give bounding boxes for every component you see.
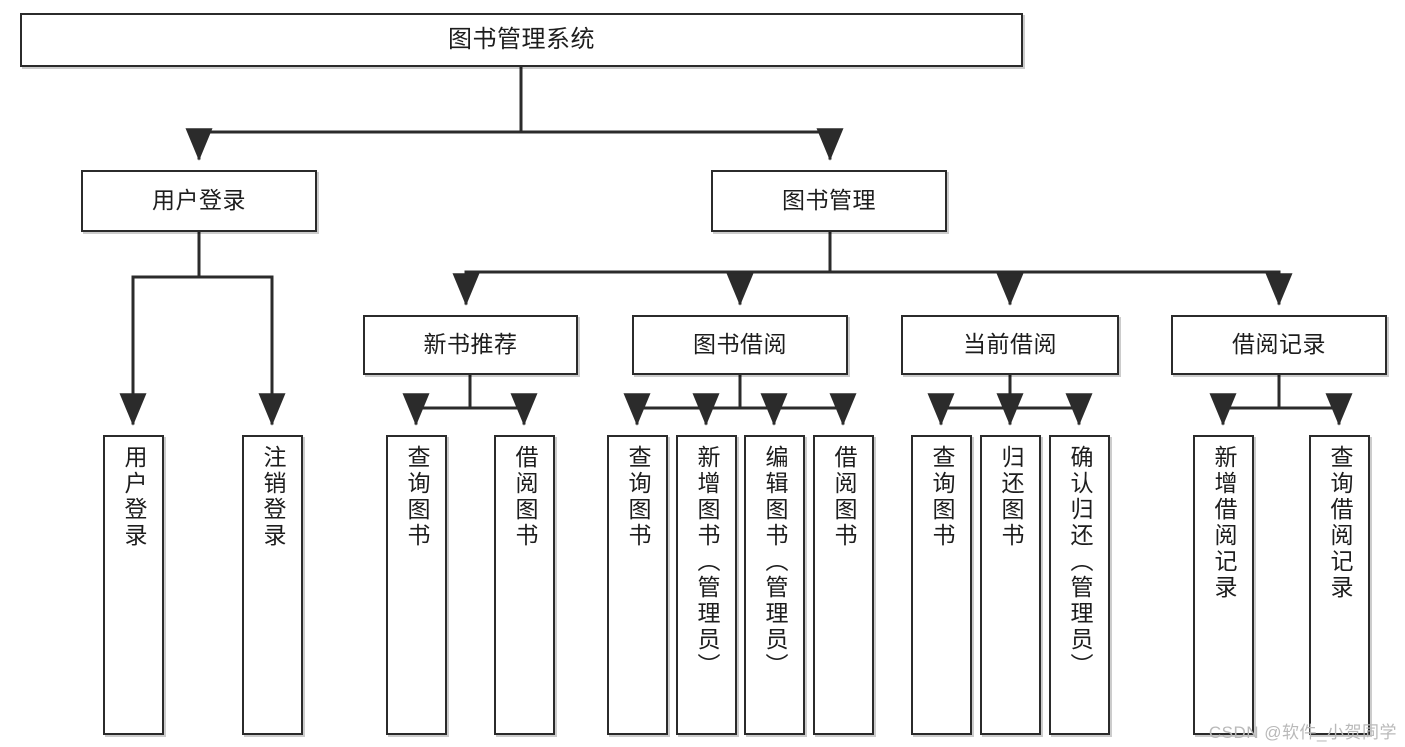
node-borrow-record[interactable]: 借阅记录 <box>1171 315 1387 375</box>
node-label: 新增图书（管理员） <box>694 445 720 679</box>
node-root-book-management-system[interactable]: 图书管理系统 <box>20 13 1023 67</box>
node-label: 编辑图书（管理员） <box>762 445 788 679</box>
node-label: 确认归还（管理员） <box>1067 445 1093 679</box>
node-label: 查询图书 <box>404 445 430 549</box>
node-leaf-query-borrow-record[interactable]: 查询借阅记录 <box>1309 435 1370 735</box>
node-label: 新书推荐 <box>423 331 518 358</box>
node-current-borrow[interactable]: 当前借阅 <box>901 315 1119 375</box>
node-label: 借阅记录 <box>1232 331 1326 358</box>
node-leaf-query-book-borrow[interactable]: 查询图书 <box>607 435 668 735</box>
node-label: 图书管理 <box>782 187 876 214</box>
node-leaf-edit-book[interactable]: 编辑图书（管理员） <box>744 435 805 735</box>
node-label: 查询图书 <box>625 445 651 549</box>
node-leaf-query-book-recommend[interactable]: 查询图书 <box>386 435 447 735</box>
node-new-book-recommend[interactable]: 新书推荐 <box>363 315 578 375</box>
node-leaf-user-login[interactable]: 用户登录 <box>103 435 164 735</box>
node-label: 用户登录 <box>152 187 246 214</box>
node-leaf-add-book[interactable]: 新增图书（管理员） <box>676 435 737 735</box>
node-label: 图书管理系统 <box>448 25 595 53</box>
node-label: 用户登录 <box>121 445 147 549</box>
node-user-login[interactable]: 用户登录 <box>81 170 317 232</box>
node-label: 查询借阅记录 <box>1327 445 1353 601</box>
node-leaf-borrow-book-recommend[interactable]: 借阅图书 <box>494 435 555 735</box>
node-label: 归还图书 <box>998 445 1024 549</box>
node-label: 新增借阅记录 <box>1211 445 1237 601</box>
node-label: 注销登录 <box>260 445 286 549</box>
node-label: 查询图书 <box>929 445 955 549</box>
node-leaf-add-borrow-record[interactable]: 新增借阅记录 <box>1193 435 1254 735</box>
node-book-borrow[interactable]: 图书借阅 <box>632 315 848 375</box>
node-book-management[interactable]: 图书管理 <box>711 170 947 232</box>
node-leaf-confirm-return[interactable]: 确认归还（管理员） <box>1049 435 1110 735</box>
node-label: 借阅图书 <box>512 445 538 549</box>
node-label: 当前借阅 <box>963 331 1057 358</box>
watermark-text: CSDN @软件_小贺同学 <box>1208 723 1397 742</box>
node-leaf-borrow-book[interactable]: 借阅图书 <box>813 435 874 735</box>
node-label: 图书借阅 <box>693 331 787 358</box>
node-leaf-user-logout[interactable]: 注销登录 <box>242 435 303 735</box>
node-leaf-return-book[interactable]: 归还图书 <box>980 435 1041 735</box>
node-label: 借阅图书 <box>831 445 857 549</box>
node-leaf-query-book-current[interactable]: 查询图书 <box>911 435 972 735</box>
